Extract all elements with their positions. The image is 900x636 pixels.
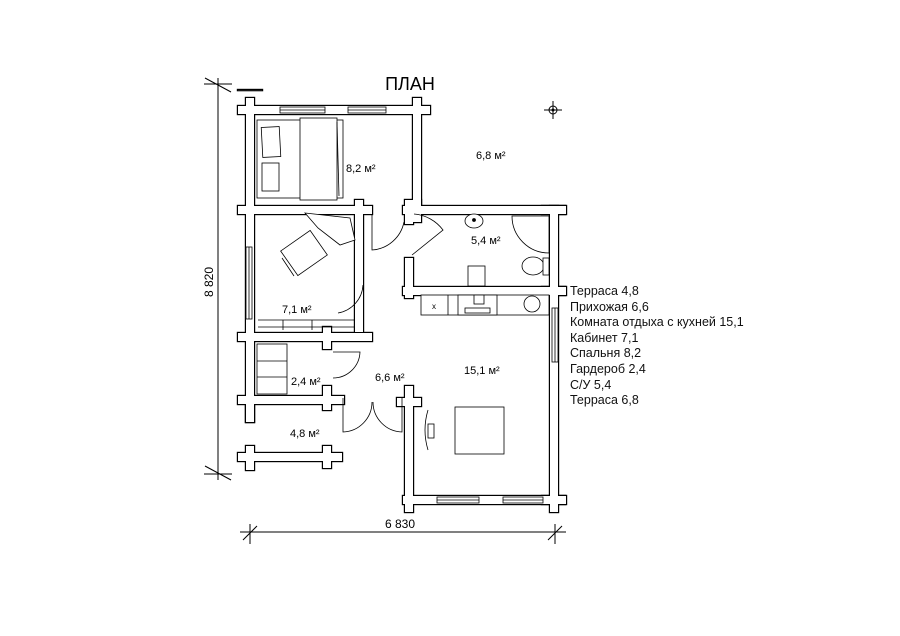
legend-item: С/У 5,4 [570, 377, 612, 392]
desk-chair [280, 212, 356, 277]
wall-segment [246, 446, 254, 470]
fireplace [424, 409, 435, 451]
table [454, 406, 505, 455]
wall-segment [355, 200, 363, 332]
room-area-terrace-top: 6,8 м² [476, 150, 506, 162]
dimension-height [204, 77, 232, 481]
legend-item: Кабинет 7,1 [570, 330, 639, 345]
dimension-height-label: 8 820 [202, 267, 216, 297]
room-area-bathroom: 5,4 м² [471, 235, 501, 247]
wall-segment [323, 446, 331, 468]
plan-title: ПЛАН [385, 74, 435, 94]
furniture: x [256, 117, 550, 455]
dimension-width [240, 524, 566, 544]
legend-item: Терраса 6,8 [570, 393, 639, 408]
legend-item: Комната отдыха с кухней 15,1 [570, 315, 744, 330]
wall-segment [238, 106, 430, 114]
bed [256, 117, 344, 201]
wall-segment [405, 258, 413, 298]
wall-segment [397, 398, 421, 406]
wall-segment [542, 287, 566, 295]
wall-segment [238, 206, 372, 214]
wall-segment [403, 206, 565, 214]
legend-item: Прихожая 6,6 [570, 299, 649, 314]
compass-icon [544, 101, 562, 119]
doors [332, 213, 444, 433]
wall-segment [238, 453, 342, 461]
room-area-terrace-bottom: 4,8 м² [290, 428, 320, 440]
wall-segment [405, 200, 413, 224]
room-area-living: 15,1 м² [464, 365, 500, 377]
wall-segment [542, 206, 566, 214]
room-area-bedroom: 8,2 м² [346, 163, 376, 175]
wall-segment [413, 98, 421, 216]
room-area-office: 7,1 м² [282, 304, 312, 316]
wall-segment [405, 386, 413, 512]
wall-segment [413, 200, 421, 222]
wardrobe-shelves [256, 343, 288, 395]
wall-segment [246, 404, 254, 422]
wall-segment [542, 496, 566, 504]
wall-segment [403, 287, 565, 295]
legend-item: Гардероб 2,4 [570, 361, 646, 376]
legend-item: Спальня 8,2 [570, 346, 642, 361]
room-area-wardrobe: 2,4 м² [291, 376, 321, 388]
kitchen-counter [420, 294, 550, 316]
wall-segment [323, 327, 331, 349]
room-area-hall: 6,6 м² [375, 372, 405, 384]
dimension-width-label: 6 830 [385, 517, 415, 531]
room-legend: Терраса 4,8 Прихожая 6,6 Комната отдыха … [570, 284, 744, 409]
office-shelf [258, 319, 355, 330]
bathroom-fixtures [464, 213, 550, 287]
kitchen-sink-mark: x [432, 302, 436, 311]
wall-segment [238, 396, 344, 404]
wall-segment [238, 333, 372, 341]
windows [245, 106, 559, 504]
wall-segment [403, 496, 565, 504]
legend-item: Терраса 4,8 [570, 284, 639, 298]
